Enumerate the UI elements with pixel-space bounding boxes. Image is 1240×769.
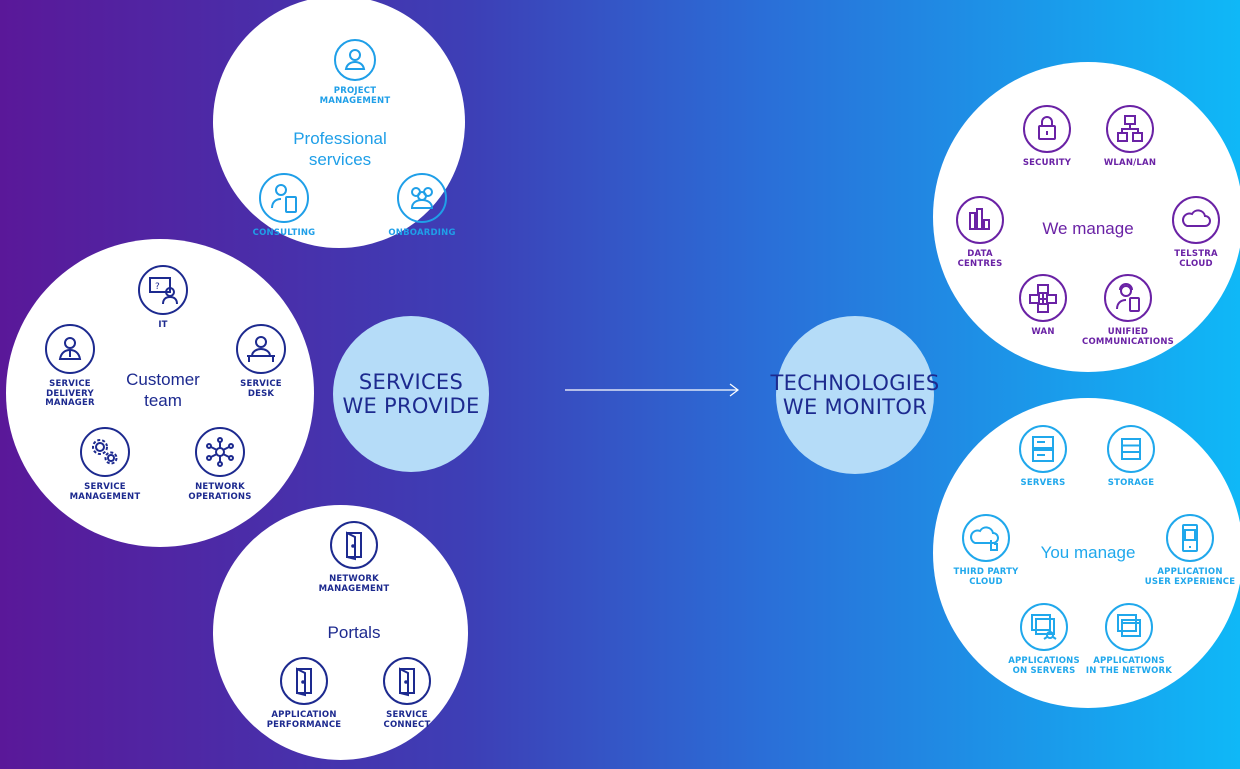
phone-app-icon	[1166, 514, 1214, 562]
wlan-lan-label: WLAN/LAN	[1103, 158, 1157, 168]
application-performance-label: APPLICATION PERFORMANCE	[266, 710, 342, 730]
portals-circle	[213, 505, 468, 760]
service-delivery-manager-item: SERVICE DELIVERY MANAGER	[0, 323, 140, 409]
consulting-label: CONSULTING	[252, 228, 316, 238]
portals-title: Portals	[327, 623, 381, 642]
consultant-tablet-icon	[259, 173, 309, 223]
door-icon	[330, 521, 378, 569]
tech-hub-label: TECHNOLOGIES WE MONITOR	[770, 371, 940, 419]
door-icon	[383, 657, 431, 705]
gears-icon	[80, 427, 130, 477]
lock-icon	[1023, 105, 1071, 153]
cloud-icon	[1172, 196, 1220, 244]
application-user-experience-item: APPLICATION USER EXPERIENCE	[1120, 513, 1240, 587]
service-connect-label: SERVICE CONNECT	[383, 710, 431, 730]
onboarding-item: ONBOARDING	[352, 172, 492, 239]
service-management-label: SERVICE MANAGEMENT	[69, 482, 141, 502]
person-icon	[334, 39, 376, 81]
project-management-item: PROJECT MANAGEMENT	[285, 38, 425, 106]
service-delivery-manager-label: SERVICE DELIVERY MANAGER	[45, 379, 95, 408]
network-operations-label: NETWORK OPERATIONS	[188, 482, 252, 502]
door-icon	[280, 657, 328, 705]
app-windows-icon	[1105, 603, 1153, 651]
applications-in-the-network-item: APPLICATIONS IN THE NETWORK	[1059, 602, 1199, 676]
security-item: SECURITY	[977, 104, 1117, 169]
application-user-experience-label: APPLICATION USER EXPERIENCE	[1144, 567, 1236, 587]
application-performance-item: APPLICATION PERFORMANCE	[234, 656, 374, 730]
manager-icon	[45, 324, 95, 374]
wan-icon	[1019, 274, 1067, 322]
customer-team-title: Customer team	[126, 370, 200, 410]
servers-item: SERVERS	[973, 424, 1113, 489]
consulting-item: CONSULTING	[214, 172, 354, 239]
telstra-cloud-label: TELSTRA CLOUD	[1174, 249, 1218, 269]
it-label: IT	[158, 320, 168, 330]
applications-on-servers-label: APPLICATIONS ON SERVERS	[1008, 656, 1080, 676]
customer-team-circle	[6, 239, 314, 547]
wlan-lan-item: WLAN/LAN	[1060, 104, 1200, 169]
applications-in-the-network-label: APPLICATIONS IN THE NETWORK	[1085, 656, 1173, 676]
applications-on-servers-item: APPLICATIONS ON SERVERS	[974, 602, 1114, 676]
we-manage-circle	[933, 62, 1240, 372]
flow-arrow	[565, 383, 739, 397]
telstra-cloud-item: TELSTRA CLOUD	[1126, 195, 1240, 269]
it-support-icon: ?	[138, 265, 188, 315]
security-label: SECURITY	[1022, 158, 1072, 168]
professional-services-circle	[213, 0, 465, 248]
network-operations-item: NETWORK OPERATIONS	[150, 426, 290, 502]
storage-label: STORAGE	[1107, 478, 1155, 488]
storage-icon	[1107, 425, 1155, 473]
professional-services-title: Professional services	[293, 129, 387, 169]
you-manage-circle	[933, 398, 1240, 708]
services-hub-label: SERVICES WE PROVIDE	[342, 370, 480, 418]
storage-item: STORAGE	[1061, 424, 1201, 489]
technologies-we-monitor-hub: TECHNOLOGIES WE MONITOR	[771, 316, 939, 474]
it-item: ? IT	[93, 264, 233, 331]
svg-text:?: ?	[155, 282, 160, 292]
third-party-cloud-item: THIRD PARTY CLOUD	[916, 513, 1056, 587]
wan-item: WAN	[973, 273, 1113, 338]
data-centres-item: DATA CENTRES	[910, 195, 1050, 269]
services-we-provide-hub: SERVICES WE PROVIDE	[333, 316, 489, 472]
third-party-cloud-label: THIRD PARTY CLOUD	[953, 567, 1019, 587]
headset-user-icon	[1104, 274, 1152, 322]
wan-label: WAN	[1031, 327, 1055, 337]
app-windows-network-icon	[1020, 603, 1068, 651]
network-hub-icon	[195, 427, 245, 477]
unified-communications-label: UNIFIED COMMUNICATIONS	[1082, 327, 1174, 347]
network-management-label: NETWORK MANAGEMENT	[318, 574, 390, 594]
service-desk-icon	[236, 324, 286, 374]
service-desk-item: SERVICE DESK	[191, 323, 331, 399]
service-management-item: SERVICE MANAGEMENT	[35, 426, 175, 502]
service-desk-label: SERVICE DESK	[240, 379, 282, 399]
you-manage-title: You manage	[1040, 543, 1136, 562]
cloud-touch-icon	[962, 514, 1010, 562]
we-manage-title: We manage	[1042, 219, 1134, 238]
bar-chart-icon	[956, 196, 1004, 244]
unified-communications-item: UNIFIED COMMUNICATIONS	[1058, 273, 1198, 347]
servers-label: SERVERS	[1020, 478, 1066, 488]
people-group-icon	[397, 173, 447, 223]
service-connect-item: SERVICE CONNECT	[337, 656, 477, 730]
data-centres-label: DATA CENTRES	[957, 249, 1003, 269]
server-icon	[1019, 425, 1067, 473]
network-management-item: NETWORK MANAGEMENT	[284, 520, 424, 594]
project-management-label: PROJECT MANAGEMENT	[319, 86, 391, 106]
onboarding-label: ONBOARDING	[388, 228, 456, 238]
lan-icon	[1106, 105, 1154, 153]
